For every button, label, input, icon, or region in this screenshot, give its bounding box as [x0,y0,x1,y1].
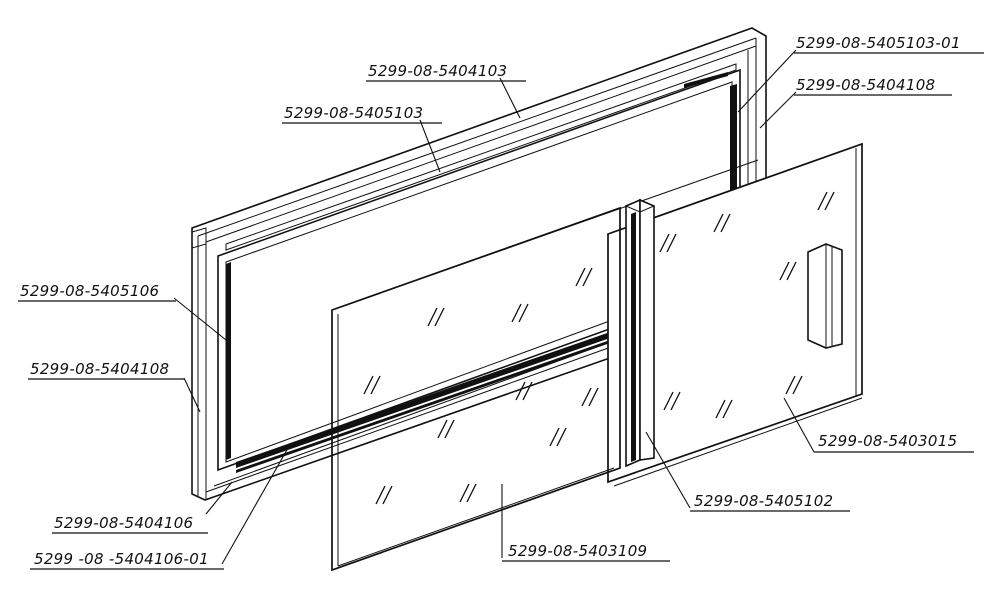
glass-hatch-stroke [824,191,835,211]
gasket-top [684,72,728,88]
callout-5299-08-5405103-01: 5299-08-5405103-01 [794,34,984,54]
part-code-label: 5299-08-5405103-01 [796,34,961,52]
leader-p8 [645,431,691,509]
glass-hatch-stroke [518,303,529,323]
part-callouts: 5299-08-5405103-01 5299-08-5404103 5299-… [18,34,984,570]
glass-hatch-stroke [363,375,374,395]
glass-hatch-stroke [786,261,797,281]
glass-hatch-stroke [581,387,592,407]
glass-hatch-stroke [434,307,445,327]
callout-5299-08-5404106: 5299-08-5404106 [52,514,208,534]
glass-hatch-stroke [575,267,586,287]
glass-hatch-stroke [722,399,733,419]
glass-hatch-stroke [522,381,533,401]
front-glass-pane [331,159,759,572]
glass-hatch-stroke [785,375,796,395]
part-code-label: 5299-08-5404108 [796,76,935,94]
leader-p5 [173,297,227,341]
leader-p3 [759,91,797,129]
glass-hatch-stroke [582,267,593,287]
window-frame [191,27,767,501]
glass-hatch-stroke [588,387,599,407]
part-code-label: 5299-08-5404103 [368,62,507,80]
leader-p9 [205,481,233,515]
part-code-label: 5299-08-5403015 [818,432,957,450]
front-glass-bottom-edge [337,467,615,567]
glass-hatch-stroke [444,419,455,439]
glass-hatch-stroke [427,307,438,327]
rear-glass-outline [607,142,863,484]
glass-hatch-stroke [720,213,731,233]
mullion-top-cap [624,199,656,213]
glass-hatch-stroke [779,261,790,281]
rear-glass-pane [607,142,863,487]
glass-hatch-stroke [382,485,393,505]
glass-hatch-stroke [370,375,381,395]
glass-hatch-stroke [659,233,670,253]
part-code-label: 5299-08-5404108 [30,360,169,378]
leader-p7 [783,397,815,453]
part-code-label: 5299-08-5404106 [54,514,193,532]
glass-hatch-stroke [466,483,477,503]
glass-hatch-stroke [670,391,681,411]
glass-hatch-stroke [817,191,828,211]
glass-hatch-stroke [511,303,522,323]
callout-5299-08-5405102: 5299-08-5405102 [690,492,850,512]
pane-handle [807,243,843,349]
rear-glass-bottom-edge [613,397,863,487]
part-code-label: 5299-08-5405102 [694,492,833,510]
callout-5299-08-5404103: 5299-08-5404103 [366,62,526,82]
callout-5299-08-5405106: 5299-08-5405106 [18,282,176,302]
glass-hatch-stroke [663,391,674,411]
handle-body [807,243,843,349]
front-glass-top-edge [331,159,759,311]
part-code-label: 5299-08-5403109 [508,542,647,560]
part-code-label: 5299-08-5405106 [20,282,159,300]
callout-5299-08-5403015: 5299-08-5403015 [814,432,974,453]
callout-5299-08-5404106-01: 5299 -08 -5404106-01 [30,550,224,570]
callout-5299-08-5404108-right: 5299-08-5404108 [794,76,952,96]
glass-hatch-marks [363,191,835,505]
leader-p1 [737,49,797,113]
leader-p4 [419,119,441,173]
leader-lines [173,49,815,565]
mullion-side-face [639,198,655,461]
leader-p10 [221,447,289,565]
glass-hatch-stroke [515,381,526,401]
glass-hatch-stroke [713,213,724,233]
callout-5299-08-5403109: 5299-08-5403109 [502,542,670,562]
mullion-slot [631,212,636,462]
part-code-label: 5299-08-5405103 [284,104,423,122]
glass-hatch-stroke [549,427,560,447]
glass-hatch-stroke [437,419,448,439]
glass-hatch-stroke [459,483,470,503]
gasket-left [226,262,231,460]
frame-face-line-top [197,37,757,237]
glass-hatch-stroke [715,399,726,419]
frame-face-line-top-2 [205,45,757,243]
part-code-label: 5299 -08 -5404106-01 [34,550,209,568]
glass-hatch-stroke [666,233,677,253]
top-channel-strip [225,63,737,251]
callout-5299-08-5405103: 5299-08-5405103 [282,104,442,124]
leader-p6 [183,377,201,413]
center-mullion-profile [624,198,656,468]
frame-corner-block [191,227,207,249]
glass-hatch-stroke [556,427,567,447]
glass-hatch-stroke [792,375,803,395]
callout-5299-08-5404108-left: 5299-08-5404108 [28,360,184,380]
leader-p2 [499,77,521,119]
glass-hatch-stroke [375,485,386,505]
